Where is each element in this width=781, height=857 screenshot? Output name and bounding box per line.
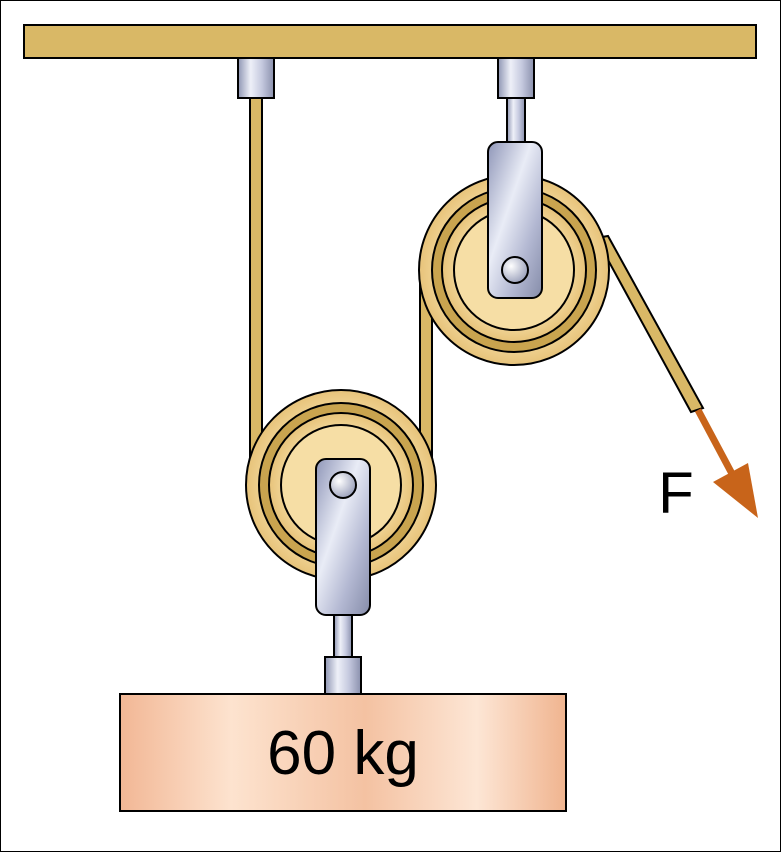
fixed-pulley-bracket xyxy=(487,141,543,299)
mass-label: 60 kg xyxy=(267,719,419,788)
force-arrow-head xyxy=(713,463,758,518)
fixed-pulley-mount xyxy=(497,57,535,99)
rope-anchor-mount xyxy=(237,57,275,99)
hanger-mount xyxy=(324,656,362,696)
force-label: F xyxy=(658,461,693,526)
fixed-pulley-rod xyxy=(506,97,526,147)
hanger-rod xyxy=(333,614,353,660)
ceiling-beam xyxy=(23,24,757,59)
fixed-pulley xyxy=(418,141,610,366)
fixed-pulley-axle xyxy=(501,256,529,284)
movable-pulley xyxy=(245,389,437,616)
rope-left-segment xyxy=(249,97,263,484)
mass-block xyxy=(119,693,567,812)
movable-pulley-axle xyxy=(329,471,357,499)
arrow-down-right-icon xyxy=(694,408,758,518)
